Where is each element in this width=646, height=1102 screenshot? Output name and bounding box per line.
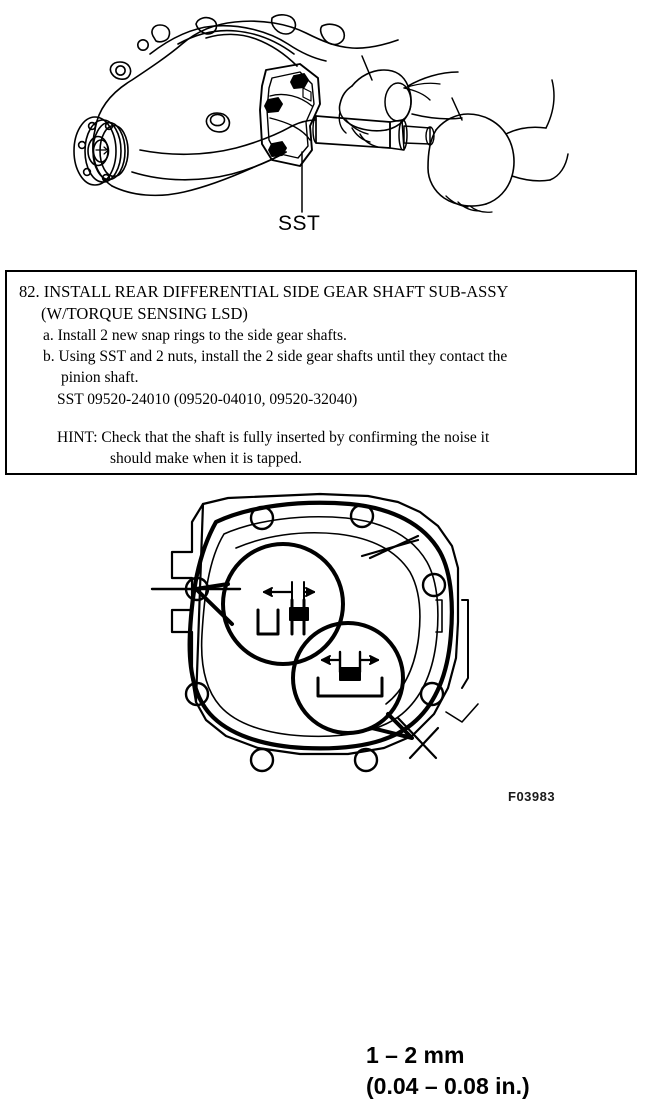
sub-step-a: a. Install 2 new snap rings to the side … bbox=[19, 325, 625, 346]
dimension-imperial: (0.04 – 0.08 in.) bbox=[366, 1073, 530, 1100]
figure-code: F03983 bbox=[508, 789, 556, 804]
sst-callout-label: SST bbox=[278, 212, 321, 235]
hint-line2: should make when it is tapped. bbox=[110, 450, 302, 468]
sub-step-a-text: a. Install 2 new snap rings to the side … bbox=[43, 326, 347, 344]
step-title-line1: 82. INSTALL REAR DIFFERENTIAL SIDE GEAR … bbox=[19, 282, 509, 301]
clearance-dimension-label: 1 – 2 mm (0.04 – 0.08 in.) bbox=[366, 1040, 530, 1102]
figure-top-differential-sst: SST bbox=[0, 0, 646, 255]
step-title-line2: (W/TORQUE SENSING LSD) bbox=[41, 303, 248, 323]
step-title: 82. INSTALL REAR DIFFERENTIAL SIDE GEAR … bbox=[19, 281, 625, 325]
sub-step-b: b. Using SST and 2 nuts, install the 2 s… bbox=[19, 346, 625, 388]
hint-line1: HINT: Check that the shaft is fully inse… bbox=[57, 428, 490, 446]
sub-step-b-continuation: pinion shaft. bbox=[61, 369, 139, 387]
sst-part-numbers: SST 09520-24010 (09520-04010, 09520-3204… bbox=[57, 390, 358, 408]
carrier-face-drawing bbox=[150, 492, 479, 773]
hint-block: HINT: Check that the shaft is fully inse… bbox=[19, 427, 625, 469]
differential-assembly-drawing bbox=[73, 14, 569, 213]
sub-step-b-text: b. Using SST and 2 nuts, install the 2 s… bbox=[43, 348, 508, 366]
dimension-metric: 1 – 2 mm bbox=[366, 1042, 465, 1068]
figure-bottom-carrier-face: 1 – 2 mm (0.04 – 0.08 in.) bbox=[0, 482, 646, 1099]
instruction-box: 82. INSTALL REAR DIFFERENTIAL SIDE GEAR … bbox=[5, 270, 637, 475]
